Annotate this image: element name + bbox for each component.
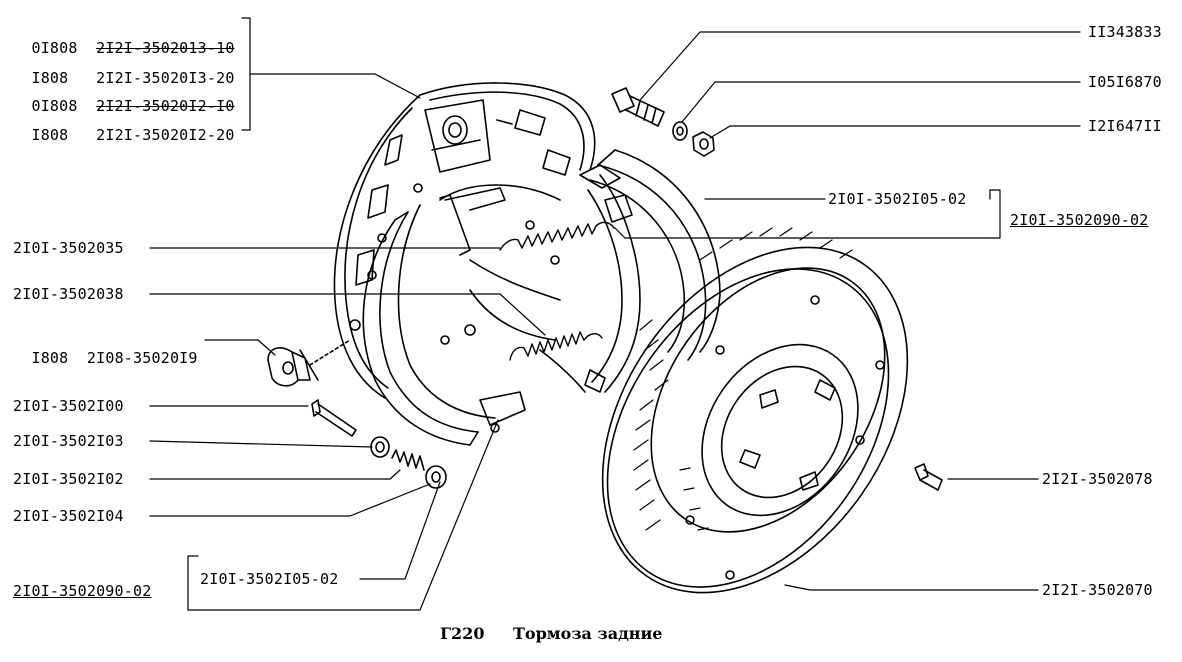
part-row-2-number: 2I2I-35020I3-20	[96, 69, 235, 87]
label-washer: I05I6870	[1088, 73, 1162, 91]
label-shoe-assembly-upper: 2I0I-3502090-02	[1010, 211, 1149, 229]
part-row-1: 0I808 2I2I-3502013-10	[13, 21, 235, 57]
label-shoe-assembly-lower: 2I0I-3502090-02	[13, 582, 152, 600]
brake-shoe-left	[362, 187, 526, 446]
washer	[672, 121, 688, 141]
figure-title: Тормоза задние	[513, 624, 663, 643]
label-drum: 2I2I-3502070	[1042, 581, 1153, 599]
part-row-4-code: I808	[31, 126, 69, 144]
label-pin: 2I0I-3502I00	[13, 397, 124, 415]
part-row-3-number: 2I2I-35020I2-I0	[96, 97, 235, 115]
nut	[692, 131, 715, 157]
label-spring-small: 2I0I-3502I02	[13, 470, 124, 488]
label-shoe-upper: 2I0I-3502I05-02	[828, 190, 967, 208]
label-spring-lower: 2I0I-3502038	[13, 285, 124, 303]
figure-number: Г220	[440, 624, 485, 643]
part-row-2-code: I808	[31, 69, 69, 87]
label-cup: 2I0I-3502I03	[13, 432, 124, 450]
label-support-part: 2I08-35020I9	[86, 349, 198, 367]
brake-shoe-right	[579, 149, 721, 393]
part-row-1-number: 2I2I-3502013-10	[96, 39, 235, 57]
guide-pin	[311, 399, 357, 437]
part-row-3: 0I808 2I2I-35020I2-I0	[13, 79, 235, 115]
brake-drum	[601, 227, 909, 594]
label-support-code: I808	[31, 349, 69, 367]
label-nut: I2I647II	[1088, 117, 1162, 135]
label-spring-upper: 2I0I-3502035	[13, 239, 124, 257]
spring-cup	[370, 436, 390, 458]
part-row-4: I808 2I2I-35020I2-20	[13, 108, 235, 144]
part-row-3-code: 0I808	[31, 97, 78, 115]
part-row-1-code: 0I808	[31, 39, 78, 57]
retaining-spring	[391, 449, 425, 471]
label-cup-outer: 2I0I-3502I04	[13, 507, 124, 525]
part-row-4-number: 2I2I-35020I2-20	[96, 126, 235, 144]
lower-spring	[509, 331, 603, 361]
label-drum-screw: 2I2I-3502078	[1042, 470, 1153, 488]
label-shoe-lower: 2I0I-3502I05-02	[200, 570, 339, 588]
drum-screw	[914, 463, 943, 491]
shoe-support	[267, 339, 351, 387]
upper-spring	[499, 221, 615, 251]
label-support: I808 2I08-35020I9	[13, 331, 198, 367]
mounting-bolt	[611, 87, 665, 127]
outer-cup	[425, 465, 447, 489]
part-row-2: I808 2I2I-35020I3-20	[13, 51, 235, 87]
leader-lines	[149, 17, 1081, 611]
label-bolt: II343833	[1088, 23, 1162, 41]
backing-plate	[333, 82, 596, 399]
